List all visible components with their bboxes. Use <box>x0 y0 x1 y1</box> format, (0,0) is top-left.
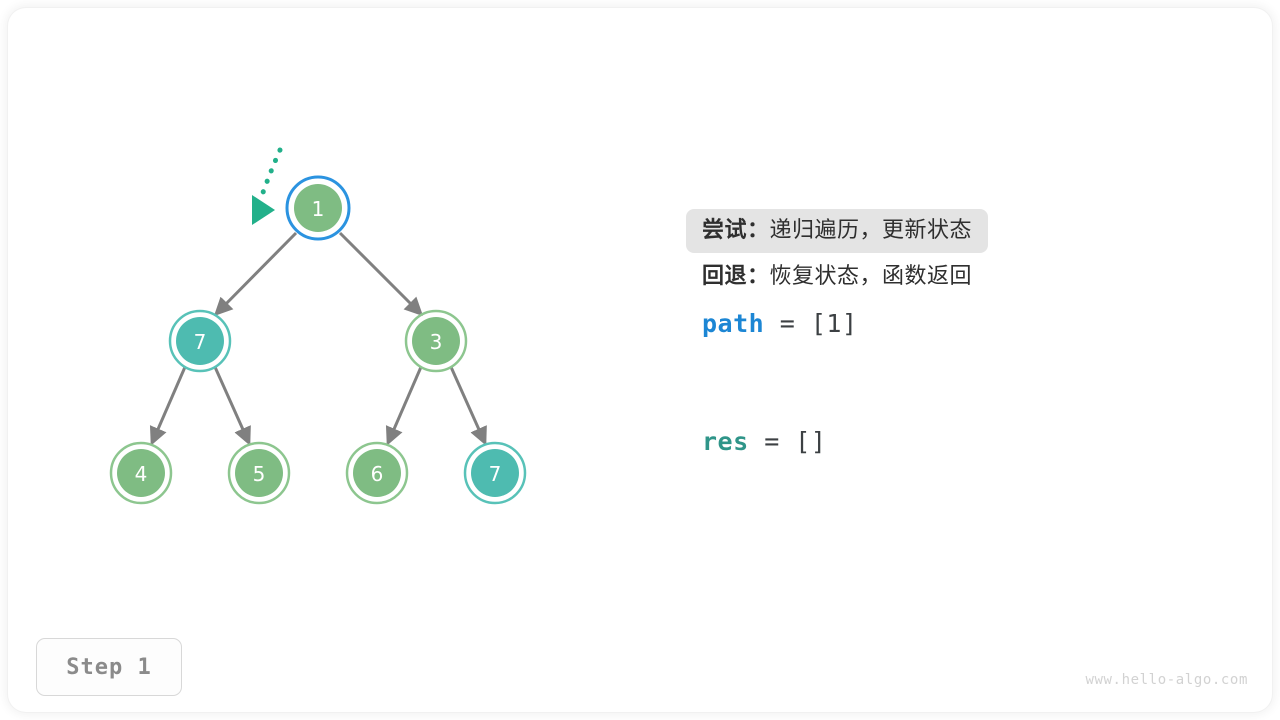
pointer-dotted-path <box>258 147 283 201</box>
node-4-inner-ring <box>112 444 170 502</box>
edge-7-to-4 <box>149 366 187 446</box>
res-row: res = [] <box>686 418 1226 464</box>
node-4-fill <box>117 449 165 497</box>
tree-node-7-left[interactable]: 7 <box>168 309 232 373</box>
node-7-right-label: 7 <box>489 462 502 486</box>
node-1-label: 1 <box>312 197 325 221</box>
res-line: res = [] <box>686 427 842 456</box>
node-5-fill <box>235 449 283 497</box>
tree-node-4[interactable]: 4 <box>109 441 173 505</box>
try-text: 递归遍历，更新状态 <box>769 218 973 243</box>
tree-node-3[interactable]: 3 <box>404 309 468 373</box>
tree-node-5[interactable]: 5 <box>227 441 291 505</box>
node-1-inner-ring <box>289 179 347 237</box>
tree-nodes: 1 7 3 4 <box>109 175 527 505</box>
watermark-text: www.hello-algo.com <box>1085 672 1248 688</box>
node-7-left-inner-ring <box>171 312 229 370</box>
node-6-label: 6 <box>371 462 384 486</box>
edge-7-to-5 <box>213 366 251 446</box>
node-5-inner-ring <box>230 444 288 502</box>
panel-spacer <box>686 346 1226 418</box>
node-7-right-inner-ring <box>466 444 524 502</box>
edge-1-to-7 <box>213 231 298 317</box>
node-1-active-ring <box>285 175 351 241</box>
state-panel: 尝试：递归遍历，更新状态 回退：恢复状态，函数返回 path = [1] res… <box>686 208 1226 464</box>
edge-1-to-3 <box>338 231 424 317</box>
tree-edges <box>149 231 487 446</box>
node-5-ring <box>227 441 291 505</box>
node-1-fill <box>294 184 342 232</box>
step-label: Step 1 <box>66 654 152 680</box>
node-3-label: 3 <box>430 330 443 354</box>
backtrack-line: 回退：恢复状态，函数返回 <box>686 255 988 299</box>
try-row: 尝试：递归遍历，更新状态 <box>686 208 1226 254</box>
backtrack-label: 回退： <box>702 264 770 289</box>
backtrack-row: 回退：恢复状态，函数返回 <box>686 254 1226 300</box>
path-row: path = [1] <box>686 300 1226 346</box>
path-value: = [1] <box>764 308 858 338</box>
step-badge: Step 1 <box>36 638 182 696</box>
pointer-arrow-icon <box>252 195 275 225</box>
node-7-left-label: 7 <box>194 330 207 354</box>
node-3-ring <box>404 309 468 373</box>
node-6-ring <box>345 441 409 505</box>
res-variable: res <box>702 426 749 456</box>
try-line: 尝试：递归遍历，更新状态 <box>686 209 989 253</box>
node-3-inner-ring <box>407 312 465 370</box>
path-line: path = [1] <box>686 309 874 338</box>
node-5-label: 5 <box>253 462 266 486</box>
node-4-label: 4 <box>135 462 148 486</box>
node-3-fill <box>412 317 460 365</box>
edge-3-to-7 <box>449 366 487 446</box>
tree-node-1[interactable]: 1 <box>285 175 351 241</box>
res-value: = [] <box>748 426 827 456</box>
node-7-left-fill <box>176 317 224 365</box>
tree-node-6[interactable]: 6 <box>345 441 409 505</box>
recursion-entry-pointer <box>252 147 283 225</box>
node-7-right-ring <box>463 441 527 505</box>
node-7-right-fill <box>471 449 519 497</box>
tree-node-7-right[interactable]: 7 <box>463 441 527 505</box>
watermark: www.hello-algo.com <box>1085 672 1248 688</box>
edge-3-to-6 <box>385 366 423 446</box>
backtrack-text: 恢复状态，函数返回 <box>769 264 973 289</box>
node-6-inner-ring <box>348 444 406 502</box>
try-label: 尝试： <box>702 218 770 243</box>
path-variable: path <box>702 308 765 338</box>
node-7-left-ring <box>168 309 232 373</box>
node-6-fill <box>353 449 401 497</box>
node-4-ring <box>109 441 173 505</box>
